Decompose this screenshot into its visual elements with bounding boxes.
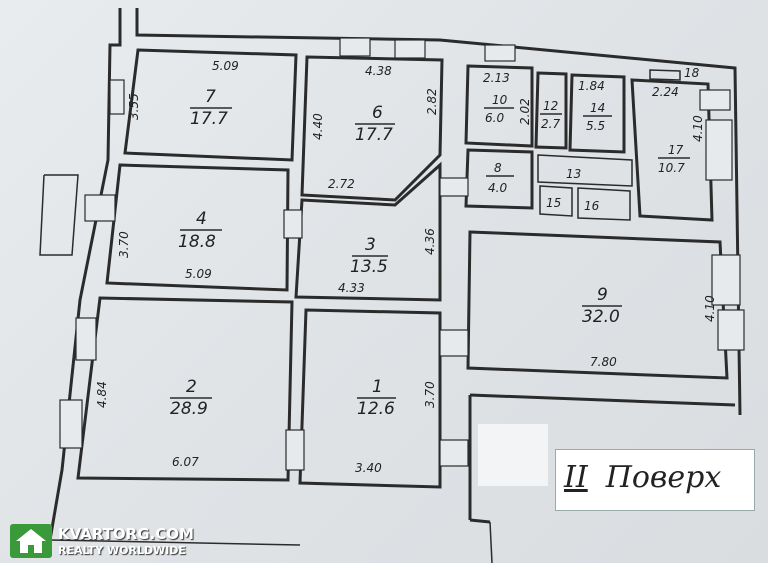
- outer-walls: [39, 8, 742, 541]
- room-14-number: 14: [590, 101, 605, 115]
- watermark-tagline: REALTY WORLDWIDE: [58, 543, 186, 557]
- floor-label-card: II Поверх: [555, 449, 755, 511]
- room-9-area: 32.0: [582, 307, 620, 327]
- room-14-area: 5.5: [586, 119, 605, 133]
- dim-room2-bottom: 6.07: [172, 455, 199, 469]
- room-9-number: 9: [597, 285, 608, 305]
- room-10-number: 10: [492, 93, 508, 107]
- dim-room6-bottom: 2.72: [328, 177, 355, 191]
- dim-room17-top: 2.24: [652, 85, 679, 99]
- room-2-number: 2: [186, 377, 197, 397]
- room-15-outline: [539, 185, 573, 217]
- dim-room6-right: 2.82: [425, 88, 439, 115]
- dim-room6-left: 4.40: [311, 113, 325, 140]
- floor-word: Поверх: [605, 460, 722, 495]
- room-16-number: 16: [584, 199, 600, 213]
- room-6-number: 6: [372, 103, 383, 123]
- room-1-area: 12.6: [357, 399, 395, 419]
- dim-room7-side: 3.55: [127, 93, 141, 120]
- room-3-area: 13.5: [350, 257, 388, 277]
- dim-room1-bottom: 3.40: [355, 461, 382, 475]
- floor-label: II Поверх: [564, 460, 721, 495]
- room-2-area: 28.9: [170, 399, 208, 419]
- dim-room4-bottom: 5.09: [185, 267, 212, 281]
- dimension-labels: 5.09 3.55 4.38 4.40 2.82 2.13 2.02 1.84 …: [95, 59, 717, 475]
- room-8-number: 8: [494, 161, 502, 175]
- room-18-outline: [649, 69, 681, 81]
- room-8-area: 4.0: [488, 181, 507, 195]
- room-1-outline: [298, 308, 442, 489]
- dim-room3-right: 4.36: [423, 228, 437, 255]
- room-3-outline: [294, 161, 442, 302]
- room-8-outline: [464, 148, 534, 210]
- room-outlines: [76, 48, 729, 489]
- dim-room17-side: 4.10: [691, 115, 705, 142]
- room-10-outline: [464, 64, 534, 148]
- room-17-area: 10.7: [658, 161, 685, 175]
- room-14-outline: [568, 73, 626, 154]
- room-16-outline: [577, 187, 631, 221]
- blank-patch: [478, 424, 548, 486]
- dim-room2-side: 4.84: [95, 381, 109, 408]
- room-7-outline: [123, 48, 298, 162]
- room-7-area: 17.7: [190, 109, 228, 129]
- room-4-outline: [105, 163, 290, 292]
- dim-room1-side: 3.70: [423, 381, 437, 408]
- dim-room10-side: 2.02: [518, 98, 532, 125]
- dim-room6-top: 4.38: [365, 64, 392, 78]
- room-13-outline: [537, 154, 633, 187]
- dim-room9-bottom: 7.80: [590, 355, 617, 369]
- room-9-outline: [466, 230, 729, 380]
- room-17-outline: [630, 78, 714, 222]
- watermark: KVARTORG.COM REALTY WORLDWIDE: [8, 522, 194, 560]
- room-12-outline: [534, 71, 568, 150]
- room-2-outline: [76, 296, 294, 482]
- room-3-number: 3: [365, 235, 376, 255]
- dim-room4-side: 3.70: [117, 231, 131, 258]
- room-6-outline: [300, 55, 444, 202]
- room-17-number: 17: [668, 143, 684, 157]
- window-marks: [59, 37, 745, 471]
- floor-number: II: [564, 460, 588, 495]
- dim-room10-top: 2.13: [483, 71, 510, 85]
- dim-room9-side: 4.10: [703, 295, 717, 322]
- room-4-area: 18.8: [178, 232, 216, 252]
- room-13-number: 13: [566, 167, 581, 181]
- room-7-number: 7: [205, 87, 216, 107]
- room-4-number: 4: [196, 209, 207, 229]
- room-labels: 7 17.7 6 17.7 4 18.8 3 13.5 2 28.9 1 12.…: [170, 66, 700, 419]
- room-18-number: 18: [684, 66, 700, 80]
- dim-room3-bottom: 4.33: [338, 281, 365, 295]
- dim-room14-top: 1.84: [578, 79, 605, 93]
- room-10-area: 6.0: [485, 111, 504, 125]
- watermark-brand: KVARTORG.COM: [58, 524, 194, 543]
- room-12-area: 2.7: [541, 117, 560, 131]
- room-1-number: 1: [372, 377, 383, 397]
- dim-room7-top: 5.09: [212, 59, 239, 73]
- room-12-number: 12: [543, 99, 558, 113]
- lower-lines: [49, 521, 493, 563]
- room-6-area: 17.7: [355, 125, 393, 145]
- house-icon: [10, 524, 52, 558]
- room-15-number: 15: [546, 196, 561, 210]
